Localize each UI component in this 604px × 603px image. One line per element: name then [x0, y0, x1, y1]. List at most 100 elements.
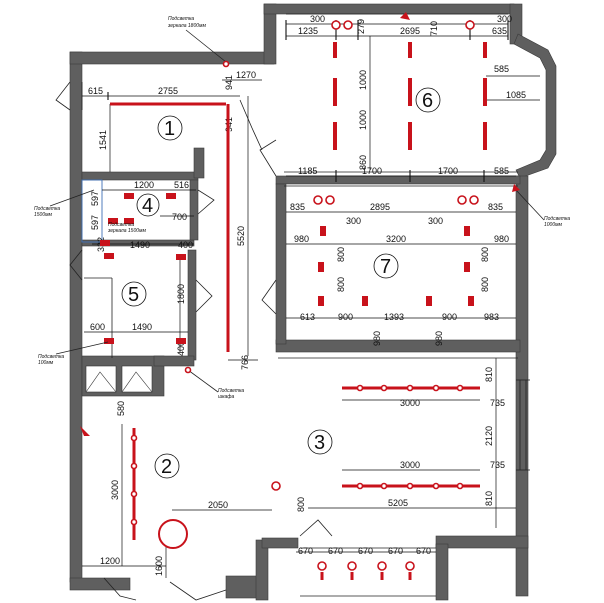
room-6-label: 6 — [422, 90, 433, 112]
dim: 1235 — [298, 26, 318, 36]
dim: 400 — [178, 240, 193, 250]
dim: 615 — [88, 86, 103, 96]
room-labels: 1 2 3 4 5 6 7 — [121, 87, 441, 479]
dim: 983 — [484, 312, 499, 322]
sink-blocks — [85, 365, 153, 393]
dim: 670 — [358, 546, 373, 556]
dim: 1200 — [134, 180, 154, 190]
dim: 585 — [494, 166, 509, 176]
dim: 800 — [480, 247, 490, 262]
dim: 860 — [358, 155, 368, 170]
dim: 1185 — [298, 166, 317, 176]
dim: 3000 — [110, 480, 120, 500]
walls — [69, 3, 557, 601]
dim: 835 — [290, 202, 305, 212]
room-5-label: 5 — [128, 284, 139, 306]
dim: 300 — [346, 216, 361, 226]
room-6-dimensions: 300 300 1235 279 2695 710 635 1000 1000 … — [285, 14, 540, 182]
note-light-1500-a: Подсветка — [34, 206, 60, 212]
note-mirror-1500-b: зеркала 1500мм — [107, 228, 146, 234]
room-4-label: 4 — [142, 195, 153, 217]
room-2-dimensions: 580 3000 1200 1600 — [82, 401, 167, 578]
dim: 670 — [298, 546, 313, 556]
dim: 810 — [484, 367, 494, 382]
note-light-1000-b: 1000мм — [544, 222, 563, 228]
room-7-dimensions: 835 2895 835 300 300 980 3200 980 800 80… — [286, 202, 516, 346]
note-mirror-1500-a: Подсветка — [108, 222, 134, 228]
dim: 700 — [172, 212, 187, 222]
dim: 2895 — [370, 202, 390, 212]
note-mirror-1800-b: зеркала 1800мм — [167, 23, 206, 29]
dim: 580 — [116, 401, 126, 416]
dim: 810 — [484, 491, 494, 506]
dim: 941 — [224, 75, 234, 90]
room-3-lights — [271, 384, 480, 491]
doors — [55, 81, 333, 601]
dim: 635 — [492, 26, 507, 36]
dim: 1600 — [154, 556, 164, 576]
dim: 1700 — [362, 166, 382, 176]
dim: 766 — [240, 355, 250, 370]
room-7-label: 7 — [380, 256, 391, 278]
dim: 1085 — [506, 90, 526, 100]
dim: 1541 — [98, 130, 108, 150]
dim: 800 — [296, 497, 306, 512]
dim: 670 — [416, 546, 431, 556]
dim: 710 — [429, 21, 439, 36]
dim: 516 — [174, 180, 189, 190]
note-light-1500-b: 1500мм — [34, 212, 53, 218]
note-wardrobe-a: Подсветка — [218, 388, 244, 394]
dim: 5520 — [236, 226, 246, 246]
dim: 2755 — [158, 86, 178, 96]
room-1-lights — [110, 102, 230, 352]
dim: 300 — [428, 216, 443, 226]
room-2-label: 2 — [161, 456, 172, 478]
room-2-lights — [130, 428, 188, 549]
dim: 279 — [356, 19, 366, 34]
dim: 585 — [494, 64, 509, 74]
dim: 300 — [310, 14, 325, 24]
dim: 1800 — [176, 284, 186, 304]
annotations: Подсветка зеркала 1800мм Подсветка 1500м… — [34, 12, 570, 436]
note-light-100-a: Подсветка — [38, 354, 64, 360]
dim: 1700 — [438, 166, 458, 176]
room-6-lights — [331, 20, 487, 150]
dim: 2120 — [484, 426, 494, 446]
dim: 600 — [90, 322, 105, 332]
dim: 3000 — [400, 460, 420, 470]
room-5-lights — [104, 338, 186, 344]
dim: 1000 — [358, 70, 368, 90]
room-3-label: 3 — [314, 432, 325, 454]
dim: 400 — [176, 341, 186, 356]
note-mirror-1800-a: Подсветка — [168, 16, 194, 22]
dim: 835 — [488, 202, 503, 212]
dim: 2695 — [400, 26, 420, 36]
dim: 1270 — [236, 70, 256, 80]
dim: 800 — [336, 247, 346, 262]
dim: 1490 — [132, 322, 152, 332]
room-1-label: 1 — [164, 118, 175, 140]
dim: 800 — [480, 277, 490, 292]
dim: 2050 — [208, 500, 228, 510]
note-light-1000-a: Подсветка — [544, 216, 570, 222]
dim: 980 — [434, 331, 444, 346]
dim: 900 — [442, 312, 457, 322]
dim: 613 — [300, 312, 315, 322]
balcony-dimensions: 670 670 670 670 670 670 — [296, 546, 436, 556]
dim: 1393 — [384, 312, 404, 322]
dim: 1490 — [130, 240, 150, 250]
dim: 3000 — [400, 398, 420, 408]
dim: 980 — [494, 234, 509, 244]
room-4-lights — [100, 193, 186, 260]
dim: 670 — [388, 546, 403, 556]
windows — [81, 13, 530, 471]
balcony-lights — [317, 561, 415, 580]
dim: 980 — [372, 331, 382, 346]
room-3-dimensions: 810 3000 735 2120 735 3000 810 5205 800 … — [172, 358, 516, 528]
partitions — [81, 171, 518, 597]
dim: 3200 — [386, 234, 406, 244]
room-5-dimensions: 1800 600 1490 400 766 — [84, 260, 258, 370]
dim: 1200 — [100, 556, 120, 566]
dim: 980 — [294, 234, 309, 244]
